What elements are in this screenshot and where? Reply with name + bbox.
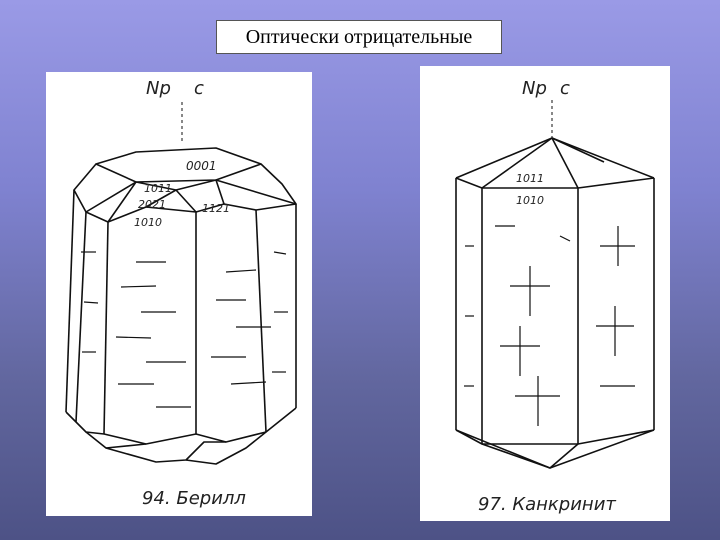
beryl-figure-panel: Np c 0001 1011 2021 1010 1121 94. Берилл bbox=[46, 72, 312, 516]
beryl-axis-c-label: c bbox=[194, 78, 204, 99]
cancrinite-axis-np-label: Np bbox=[522, 78, 547, 99]
beryl-face-label-1121: 1121 bbox=[202, 202, 230, 215]
beryl-face-label-1011: 1011 bbox=[144, 182, 172, 195]
beryl-crystal-drawing: Np c 0001 1011 2021 1010 1121 94. Берилл bbox=[65, 78, 297, 509]
cancrinite-figure-panel: Np c 1011 1010 97. Канкринит bbox=[420, 66, 670, 521]
beryl-caption: 94. Берилл bbox=[142, 488, 246, 509]
cancrinite-crystal-drawing: Np c 1011 1010 97. Канкринит bbox=[455, 78, 655, 515]
beryl-face-label-1010: 1010 bbox=[134, 216, 162, 229]
slide-title: Оптически отрицательные bbox=[216, 20, 502, 54]
cancrinite-face-label-1010: 1010 bbox=[516, 194, 544, 207]
beryl-face-label-0001: 0001 bbox=[186, 159, 217, 173]
cancrinite-face-label-1011: 1011 bbox=[516, 172, 544, 185]
cancrinite-axis-c-label: c bbox=[560, 78, 570, 99]
beryl-axis-np-label: Np bbox=[146, 78, 171, 99]
cancrinite-caption: 97. Канкринит bbox=[478, 494, 616, 515]
beryl-face-label-2021: 2021 bbox=[138, 198, 166, 211]
